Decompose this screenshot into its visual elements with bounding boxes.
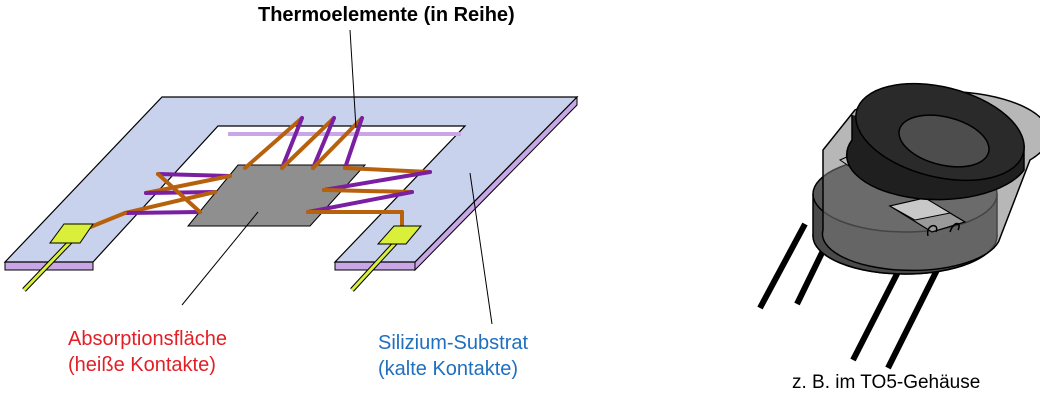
thermo-wire <box>322 188 414 194</box>
thermo-wire <box>311 116 364 170</box>
thermo-wires <box>76 116 432 234</box>
contact-pad <box>49 223 94 244</box>
thermo-wire <box>144 174 232 195</box>
right-contact <box>350 225 423 292</box>
contact-pad <box>376 225 423 245</box>
substrate-top <box>3 96 579 263</box>
contact-lead <box>350 238 400 292</box>
thermo-wire <box>343 116 364 170</box>
label-thermoelements: Thermoelemente (in Reihe) <box>258 4 515 26</box>
thermo-wire <box>156 172 232 178</box>
label-absorption-area: Absorptionsfläche (heiße Kontakte) <box>68 326 227 378</box>
thermo-wire <box>243 116 304 170</box>
label-absorption-line1: Absorptionsfläche <box>68 328 227 350</box>
thermo-wire <box>156 172 202 214</box>
label-package-caption: z. B. im TO5-Gehäuse <box>792 372 981 393</box>
thermo-wire <box>123 190 217 215</box>
label-absorption-line2: (heiße Kontakte) <box>68 354 216 376</box>
label-substrate-line2: (kalte Kontakte) <box>378 358 519 380</box>
thermo-wire <box>343 166 432 174</box>
thermo-wire <box>280 116 304 170</box>
sensor-chip-top <box>888 197 952 221</box>
leader-line-substrate <box>469 172 493 325</box>
thermo-wire <box>280 116 336 170</box>
label-substrate-line1: Silizium-Substrat <box>378 332 529 354</box>
package-pin <box>850 266 903 362</box>
silicon-substrate <box>3 95 579 272</box>
leader-line-thermoelements <box>349 29 357 129</box>
thermo-wire <box>123 210 202 215</box>
label-silicon-substrate: Silizium-Substrat (kalte Kontakte) <box>378 330 528 382</box>
bond-wire <box>949 222 960 233</box>
leader-line-absorption <box>181 211 259 306</box>
thermo-wire <box>311 116 336 170</box>
package-pin <box>757 222 808 310</box>
thermo-wire <box>306 190 414 214</box>
bond-wire <box>926 224 938 237</box>
package-window <box>898 114 990 168</box>
left-contact <box>22 223 94 292</box>
package-pin <box>885 266 941 370</box>
contact-lead <box>22 238 74 292</box>
to5-package <box>757 82 1040 370</box>
thermo-wire <box>322 170 432 192</box>
